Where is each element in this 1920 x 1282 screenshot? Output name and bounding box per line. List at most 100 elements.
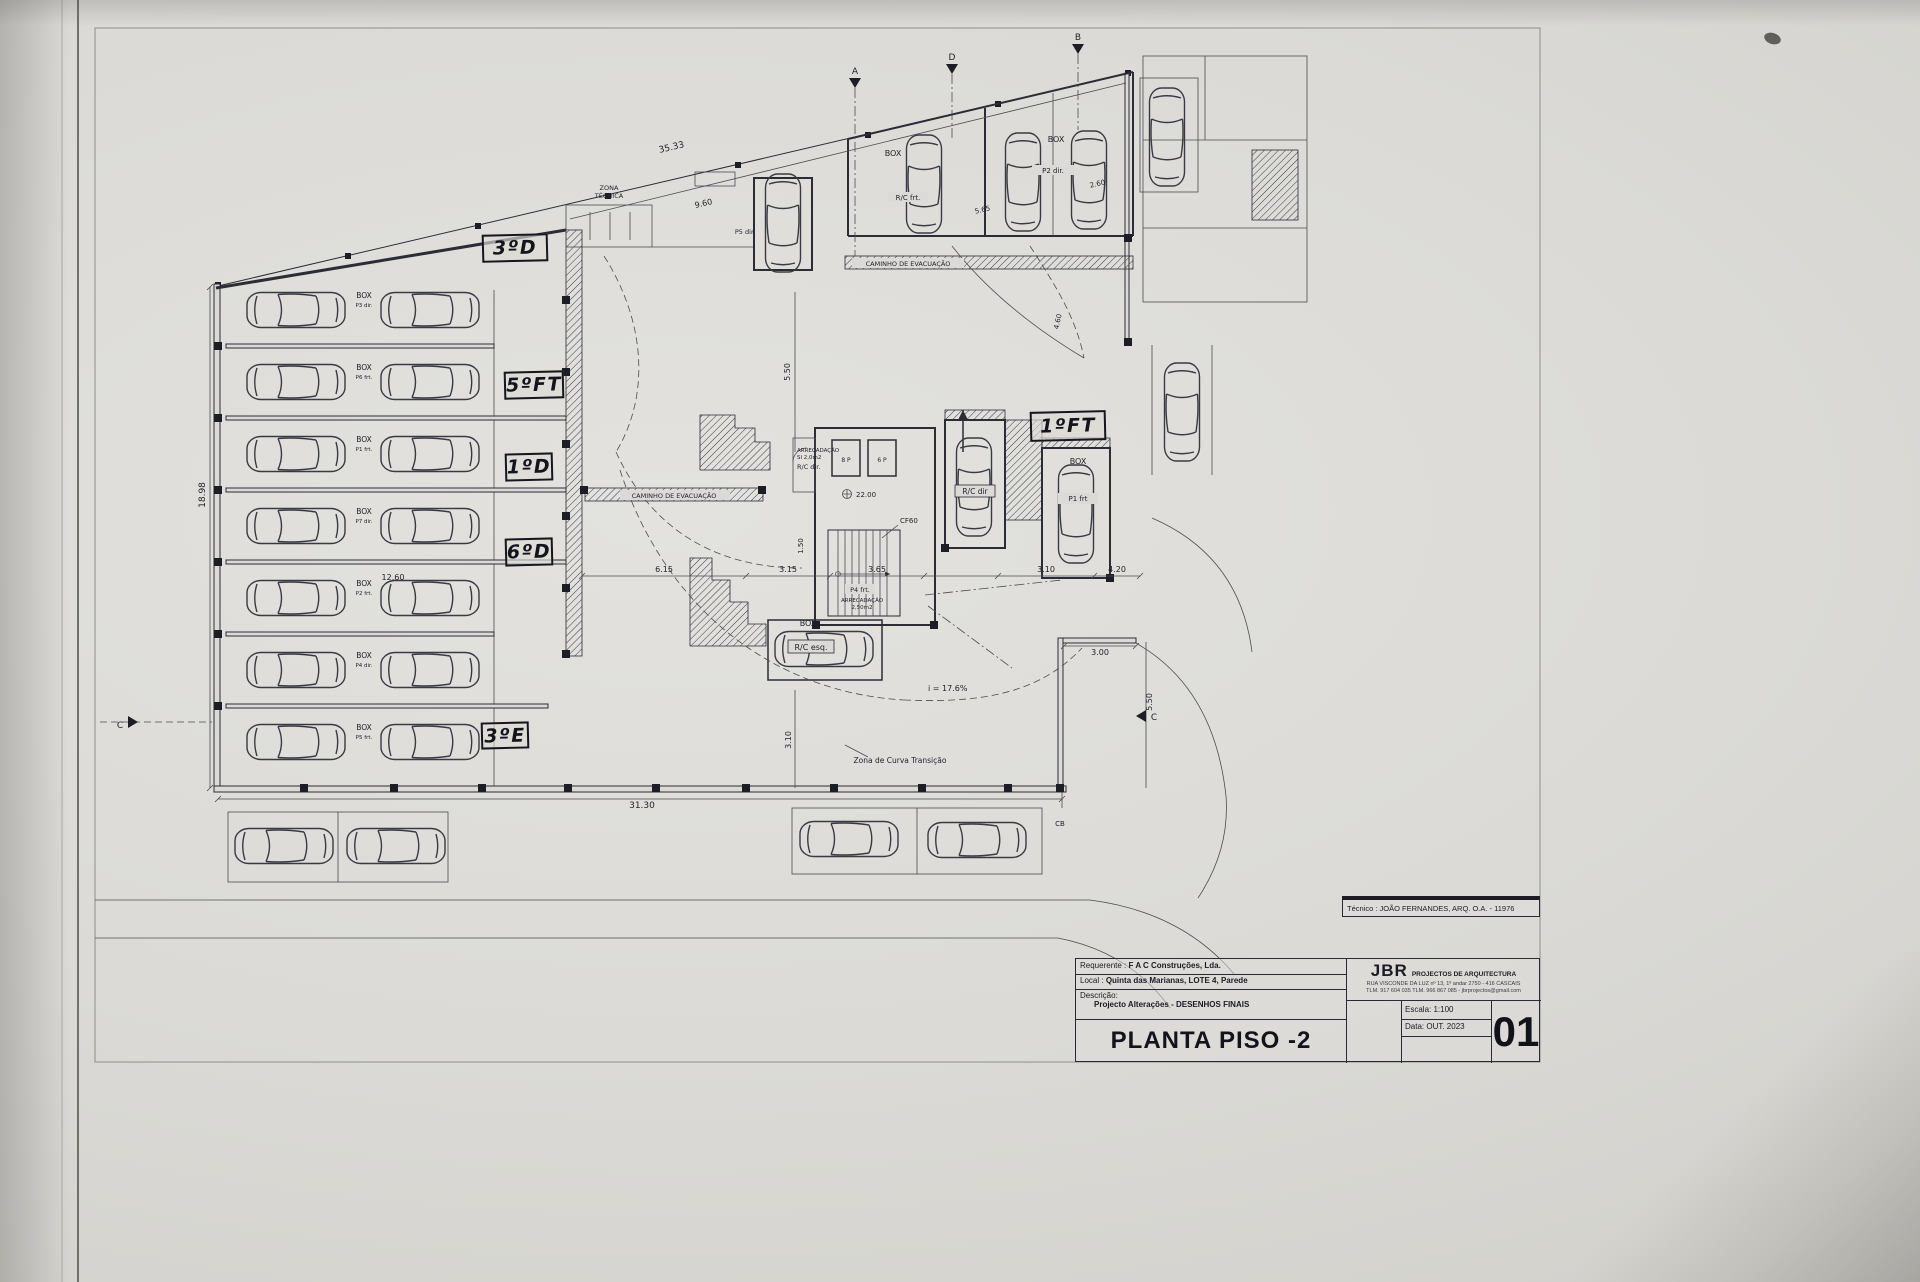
firm-cell: JBR PROJECTOS DE ARQUITECTURA RUA VISCON… [1346, 959, 1541, 1001]
tecnico-text: Técnico : JOÃO FERNANDES, ARQ. O.A. - 11… [1347, 903, 1515, 913]
dim-4-60: 4.60 [1053, 313, 1064, 330]
requerente-label: Requerente : [1080, 961, 1127, 970]
garage-p2-box-label: BOX [1048, 135, 1065, 144]
dim-5-65: 5.65 [974, 204, 991, 215]
arrecadacao1-label: ARRECADAÇÃO [797, 447, 840, 454]
rc-esq-box-label: BOX [800, 619, 817, 628]
handwritten-tag-6d: 6ºD [504, 537, 554, 567]
garage-top-tag: R/C frt. [896, 194, 921, 202]
site-surroundings [95, 55, 1308, 1009]
local-label: Local : [1080, 976, 1104, 985]
stall-tag: P6 frt. [356, 375, 373, 381]
zona-tecnica-label2: TÉCNICA [594, 191, 624, 200]
stall-tag: P3 dir. [355, 303, 372, 309]
sheet-frame [61, 0, 1541, 1282]
drive-aisle-guides [603, 54, 1085, 701]
stall-tag: P4 dir. [355, 663, 372, 669]
dim-31-30: 31.30 [629, 801, 655, 811]
section-marker-c-right: C [1151, 713, 1157, 723]
dim-5-50: 5.50 [783, 363, 792, 381]
p4-frt-label: P4 frt. [850, 586, 870, 594]
dimension-lines [206, 82, 1147, 803]
dim-3-65: 3.65 [868, 565, 886, 574]
dim-3-10: 3.10 [1037, 565, 1055, 574]
local-row: Local : Quinta das Marianas, LOTE 4, Par… [1076, 975, 1346, 990]
firm-address1: RUA VISCONDE DA LUZ nº 13, 1º andar 2750… [1366, 981, 1521, 987]
structural-pillars [214, 234, 1132, 792]
cf60-label: CF60 [900, 517, 918, 525]
rc-esq-tag: R/C esq. [794, 643, 827, 652]
caminho-evacuacao-top: CAMINHO DE EVACUAÇÃO [866, 259, 951, 268]
descricao-label: Descrição: [1080, 991, 1118, 1000]
garage-top-box-label: BOX [885, 149, 902, 158]
handwritten-tag-1ft: 1ºFT [1029, 410, 1107, 442]
dim-3-15: 3.15 [779, 565, 797, 574]
dim-1-50: 1.50 [797, 538, 805, 554]
requerente-row: Requerente : F A C Construções, Lda. [1076, 959, 1346, 975]
curva-transicao-label: Zona de Curva Transição [854, 756, 947, 765]
level-value: 22.00 [856, 491, 876, 499]
dim-35-33: 35.33 [658, 140, 685, 156]
dim-12-60: 12.60 [382, 573, 405, 582]
dim-5-50-r: 5.50 [1145, 693, 1154, 711]
descricao-row: Descrição: Projecto Alterações - DESENHO… [1076, 990, 1346, 1020]
marker-cb: CB [1055, 820, 1065, 828]
stall-tag: P7 dir. [355, 519, 372, 525]
drawing-title: PLANTA PISO -2 [1110, 1027, 1312, 1054]
grid-marker-b: B [1075, 33, 1081, 43]
title-block: Requerente : F A C Construções, Lda. Loc… [1075, 958, 1541, 1063]
escala-cell: Escala: 1:100 [1401, 1003, 1491, 1020]
caminho-evacuacao-mid: CAMINHO DE EVACUAÇÃO [632, 491, 717, 500]
handwritten-tag-3d: 3ºD [481, 233, 549, 263]
stall-box-label: BOX [356, 435, 372, 444]
firm-address2: TLM. 917 604 035 TLM. 966 867 085 - jbrp… [1366, 988, 1521, 994]
handwritten-tag-1d: 1ºD [504, 452, 554, 482]
dim-4-20: 4.20 [1108, 565, 1126, 574]
p5-dir-label: P5 dir. [735, 228, 755, 236]
stair-core [792, 427, 936, 626]
parked-cars [234, 87, 1201, 865]
dim-3-00: 3.00 [1091, 648, 1109, 657]
stall-box-label: BOX [356, 507, 372, 516]
data-cell: Data: OUT. 2023 [1401, 1020, 1491, 1037]
p1-tag: P1 frt [1069, 495, 1088, 503]
building-walls [213, 71, 1137, 793]
stall-box-label: BOX [356, 579, 372, 588]
arrecadacao2-area: 2,50m2 [851, 605, 872, 611]
stall-tag: P5 frt. [356, 735, 373, 741]
stall-tag: P1 frt. [356, 447, 373, 453]
stall-box-label: BOX [356, 723, 372, 732]
handwritten-tag-3e: 3ºE [480, 721, 530, 750]
grid-marker-a: A [852, 67, 859, 77]
stall-tag: P2 frt. [356, 591, 373, 597]
firm-name: PROJECTOS DE ARQUITECTURA [1411, 971, 1517, 978]
p1-box-label: BOX [1070, 457, 1087, 466]
lift-b-label: 6 P [877, 457, 887, 464]
stall-box-label: BOX [356, 363, 372, 372]
sheet-number: 01 [1492, 1008, 1540, 1055]
dim-3-10-v: 3.10 [784, 731, 793, 749]
descricao-value: Projecto Alterações - DESENHOS FINAIS [1094, 1000, 1250, 1009]
dim-9-60: 9.60 [694, 197, 713, 210]
section-marker-c-left: C [117, 721, 123, 731]
firm-initials: JBR [1370, 961, 1408, 980]
local-value: Quinta das Marianas, LOTE 4, Parede [1105, 976, 1248, 985]
arrecadacao1-area: Sl 2,0m2 [797, 455, 821, 461]
rc-dir-small-label: R/C dir. [797, 463, 820, 471]
rc-dir-box-label: R/C dir [962, 487, 988, 496]
stall-box-label: BOX [356, 291, 372, 300]
lift-a-label: 8 P [841, 457, 851, 464]
garage-p2-tag: P2 dir. [1042, 167, 1064, 175]
plan-texts: ZONA TÉCNICA CAMINHO DE EVACUAÇÃO CAMINH… [117, 33, 1157, 828]
tecnico-strip: Técnico : JOÃO FERNANDES, ARQ. O.A. - 11… [1342, 896, 1540, 917]
grid-marker-d: D [949, 53, 956, 63]
handwritten-tag-5ft: 5ºFT [503, 370, 565, 400]
dim-18-98: 18.98 [198, 482, 208, 508]
arrecadacao2-label: ARRECADAÇÃO [841, 597, 884, 604]
zona-tecnica-label: ZONA [600, 184, 619, 192]
stall-box-label: BOX [356, 651, 372, 660]
slope-label: i = 17.6% [928, 684, 968, 693]
dim-2-60: 2.60 [1089, 178, 1106, 189]
